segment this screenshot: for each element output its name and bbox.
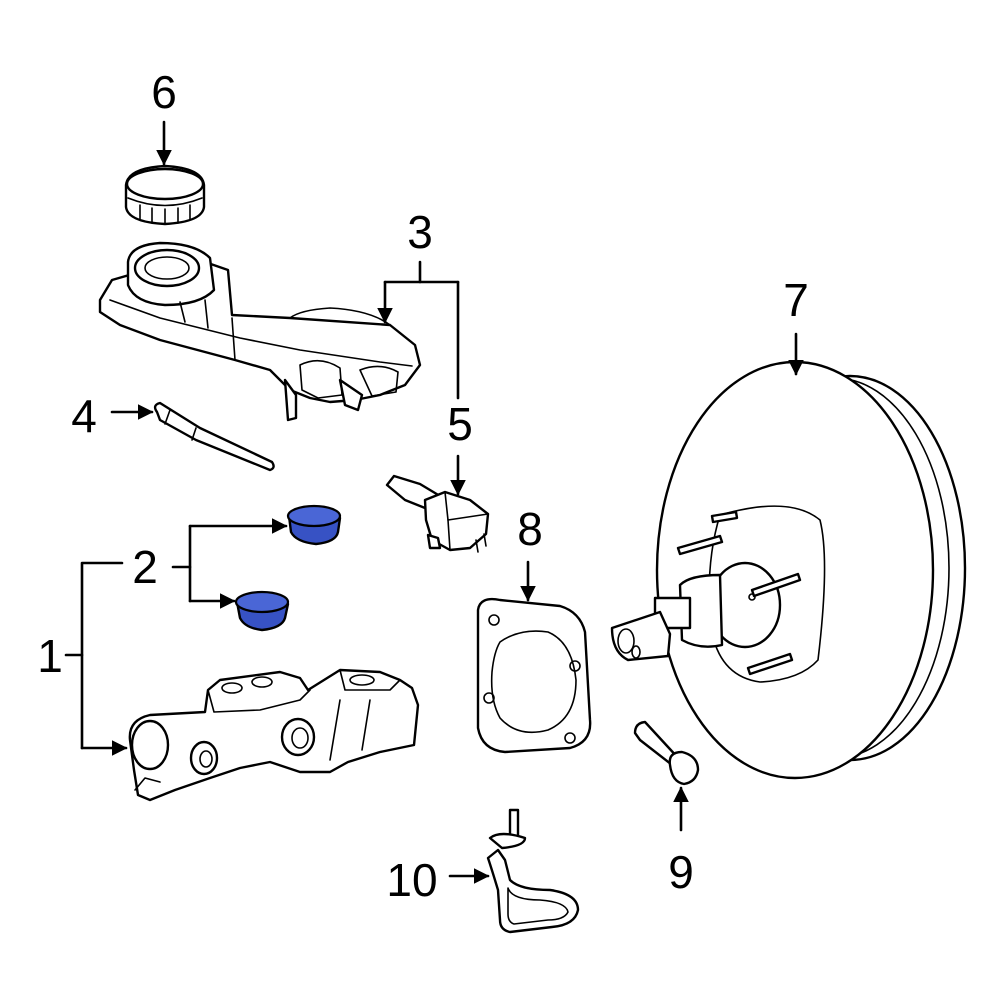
callout-8: 8 — [517, 503, 543, 555]
fluid-reservoir-part[interactable] — [98, 241, 422, 422]
retainer-clip-part[interactable] — [486, 808, 580, 934]
reservoir-cap-part[interactable] — [124, 164, 206, 226]
leader-lines — [64, 120, 804, 884]
reservoir-pin-part[interactable] — [153, 401, 275, 472]
callout-6: 6 — [151, 66, 177, 118]
callout-labels: 6 3 4 5 2 1 8 7 9 10 — [37, 66, 809, 906]
clevis-pin-part[interactable] — [633, 720, 700, 786]
callout-4: 4 — [71, 390, 97, 442]
callout-10: 10 — [386, 854, 437, 906]
master-cylinder-part[interactable] — [128, 668, 420, 802]
reservoir-seal-upper-part[interactable] — [286, 504, 342, 546]
callout-7: 7 — [783, 274, 809, 326]
callout-1: 1 — [37, 630, 63, 682]
callout-3: 3 — [407, 206, 433, 258]
booster-gasket-part[interactable] — [476, 597, 592, 754]
reservoir-seal-lower-part[interactable] — [234, 590, 290, 632]
callout-2: 2 — [132, 541, 158, 593]
brake-booster-part[interactable] — [610, 360, 967, 780]
callout-9: 9 — [668, 846, 694, 898]
callout-5: 5 — [447, 398, 473, 450]
fluid-level-sensor-part[interactable] — [385, 474, 490, 553]
